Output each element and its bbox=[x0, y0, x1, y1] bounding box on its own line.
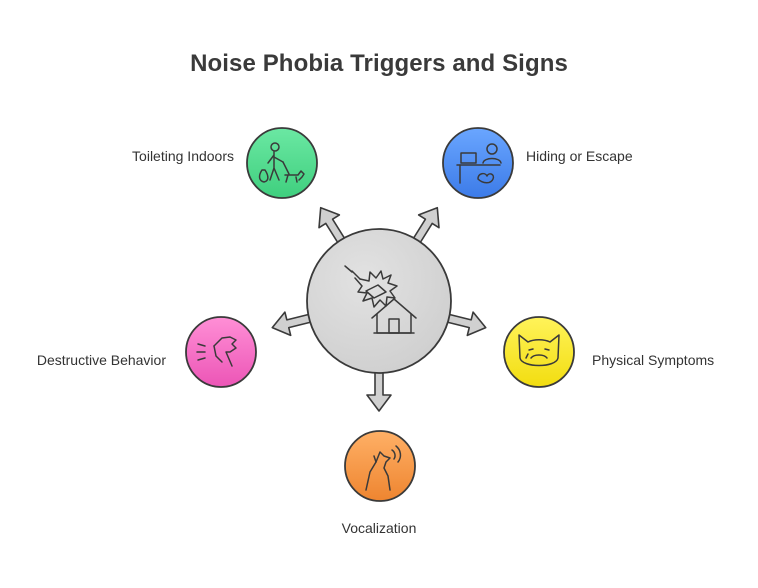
barking-dog-icon bbox=[196, 336, 237, 367]
label-physical: Physical Symptoms bbox=[592, 352, 715, 368]
label-destructive: Destructive Behavior bbox=[36, 352, 166, 368]
node-destructive bbox=[185, 316, 257, 388]
node-hiding bbox=[442, 127, 514, 199]
person-hiding-desk-icon bbox=[456, 143, 502, 184]
node-vocalization bbox=[344, 430, 416, 502]
node-toileting bbox=[246, 127, 318, 199]
label-vocalization: Vocalization bbox=[341, 520, 417, 536]
cat-face-icon bbox=[518, 334, 560, 367]
howling-dog-icon bbox=[365, 445, 402, 491]
page-title: Noise Phobia Triggers and Signs bbox=[190, 50, 568, 77]
node-physical bbox=[503, 316, 575, 388]
label-hiding: Hiding or Escape bbox=[526, 148, 633, 164]
hub-node bbox=[306, 228, 452, 374]
person-walking-dog-icon bbox=[258, 142, 305, 183]
label-toileting: Toileting Indoors bbox=[132, 148, 234, 164]
firework-house-icon bbox=[344, 265, 417, 334]
